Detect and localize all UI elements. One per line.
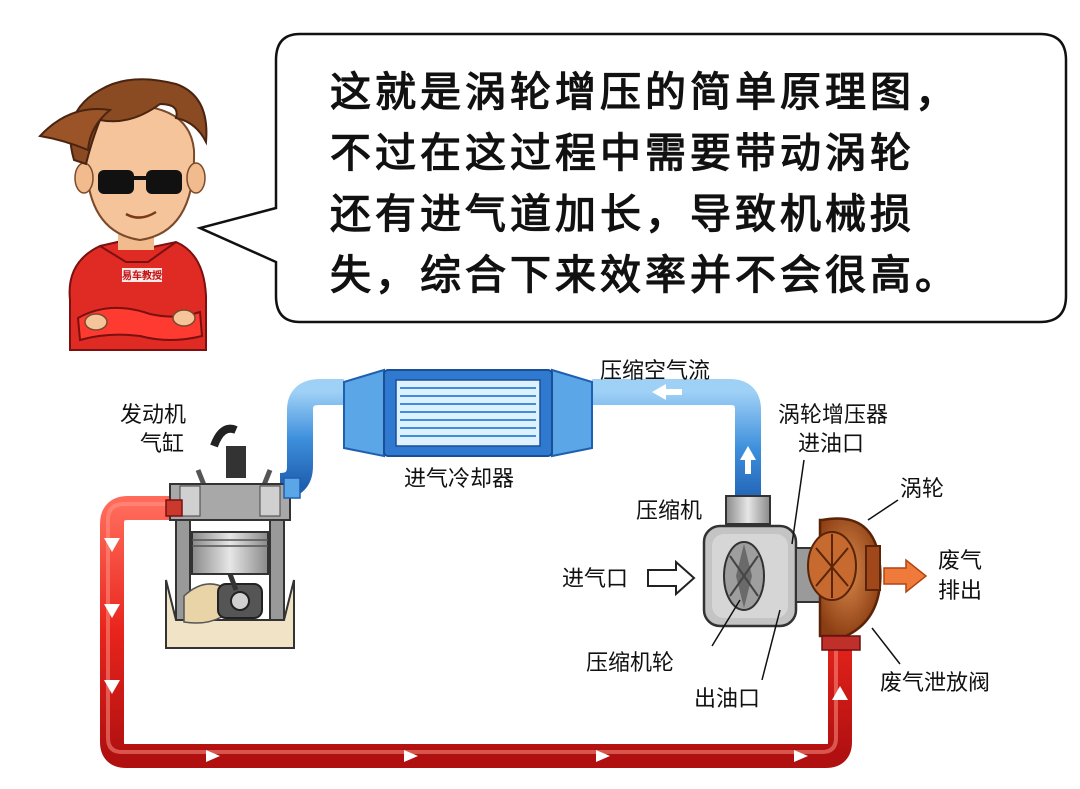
intake-arrow-left (652, 384, 682, 400)
label-turbo-oil-in-line1: 涡轮增压器 (778, 403, 888, 428)
speech-line-4: 失，综合下来效率并不会很高。 (330, 251, 960, 299)
exhaust-arrow-down-2 (104, 604, 120, 618)
badge-text: 易车教授 (122, 269, 163, 282)
leader-lines (711, 459, 901, 681)
turbocharger (702, 495, 928, 651)
label-compressor-wheel: 压缩机轮 (586, 651, 674, 676)
air-inlet-arrow (647, 559, 696, 597)
intercooler (343, 368, 593, 458)
label-exhaust-line2: 排出 (938, 579, 982, 604)
character-illustration: 易车教授 (37, 78, 208, 351)
label-turbo-oil-in-line2: 进油口 (798, 432, 864, 457)
turbine-housing (807, 517, 882, 638)
exhaust-pipe (100, 496, 852, 768)
speech-line-2: 不过在这过程中需要带动涡轮 (330, 129, 915, 177)
exhaust-arrow-right-1 (206, 750, 220, 762)
compressor-wheel (723, 541, 765, 611)
speech-bubble (196, 32, 1068, 324)
label-air-inlet: 进气口 (562, 567, 628, 592)
speech-line-3: 还有进气道加长，导致机械损 (330, 190, 915, 238)
exhaust-arrow-right-3 (596, 750, 610, 762)
label-engine-line1: 发动机 (120, 403, 186, 428)
label-turbine: 涡轮 (900, 477, 944, 502)
label-intercooler: 进气冷却器 (404, 467, 514, 492)
turbo-diagram: 发动机 气缸 压缩空气流 进气冷却器 涡轮增压器 进油口 涡轮 压缩机 进气口 … (100, 359, 990, 768)
label-wastegate: 废气泄放阀 (880, 671, 990, 696)
intake-arrow-up (740, 446, 756, 474)
speech-line-1: 这就是涡轮增压的简单原理图， (330, 68, 960, 116)
exhaust-arrow-right-2 (404, 750, 418, 762)
label-oil-out: 出油口 (694, 687, 760, 712)
label-engine-line2: 气缸 (140, 432, 184, 457)
engine-cylinder (165, 424, 301, 649)
exhaust-arrow-down-3 (104, 680, 120, 694)
label-compressed-air: 压缩空气流 (600, 359, 710, 384)
label-compressor: 压缩机 (636, 499, 702, 524)
label-exhaust-line1: 废气 (938, 549, 982, 574)
exhaust-out-arrow (883, 558, 928, 594)
exhaust-arrow-down-1 (104, 538, 120, 552)
exhaust-arrow-up (832, 686, 848, 700)
speech-text: 这就是涡轮增压的简单原理图， 不过在这过程中需要带动涡轮 还有进气道加长，导致机… (330, 62, 1050, 306)
exhaust-arrow-right-4 (794, 750, 808, 762)
